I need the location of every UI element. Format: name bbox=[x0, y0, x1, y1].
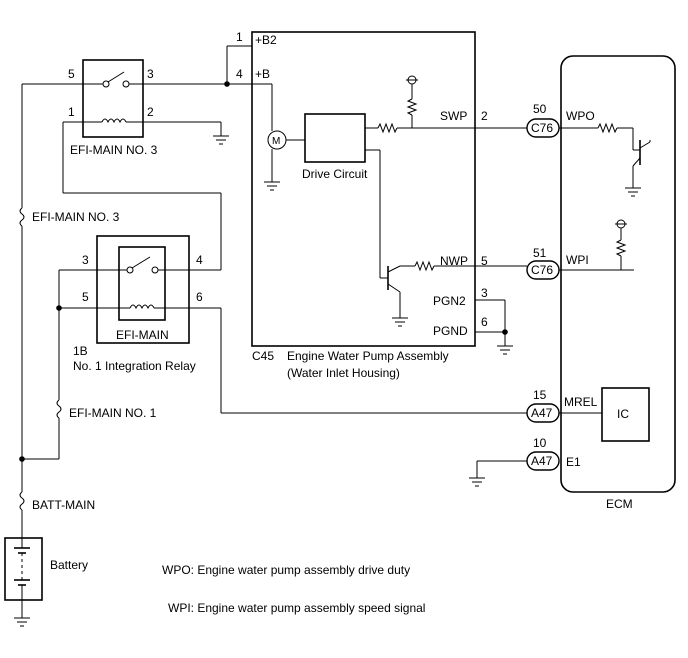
pump-ground-wiring bbox=[475, 299, 506, 346]
integration-relay: EFI-MAIN 3 4 5 6 1B No. 1 Integration Re… bbox=[73, 235, 203, 373]
pump-pin-pgnd-name: PGND bbox=[433, 324, 468, 338]
junction-dot bbox=[56, 305, 62, 311]
efi-main-pin-5: 5 bbox=[82, 290, 89, 304]
relay-efi-main-no3: 5 3 1 2 EFI-MAIN NO. 3 bbox=[68, 59, 158, 157]
ground-icon bbox=[14, 617, 30, 627]
battery: Battery bbox=[4, 537, 88, 601]
pump-title-line1: Engine Water Pump Assembly bbox=[287, 349, 449, 363]
efi-main-pin-3: 3 bbox=[82, 253, 89, 267]
fuse-batt-main-label: BATT-MAIN bbox=[32, 498, 95, 512]
ecm-ic-label: IC bbox=[617, 407, 629, 421]
e1-ground-wiring bbox=[469, 460, 527, 487]
pump-pin-1: 1 bbox=[236, 30, 243, 44]
pump-pin-2: 2 bbox=[481, 109, 488, 123]
motor-icon: M bbox=[272, 136, 280, 147]
pump-pin-nwp-name: NWP bbox=[440, 254, 468, 268]
ecm-pin-51: 51 bbox=[533, 246, 547, 260]
connector-label: C76 bbox=[531, 263, 553, 277]
relay-no3-wiring bbox=[62, 45, 272, 271]
fuse-efi-main-no3-label: EFI-MAIN NO. 3 bbox=[32, 210, 120, 224]
integration-relay-code: 1B bbox=[73, 344, 88, 358]
fuse-efi-main-no3: EFI-MAIN NO. 3 bbox=[19, 207, 120, 227]
ecm-pin-10: 10 bbox=[533, 436, 547, 450]
relay-no3-pin-5: 5 bbox=[68, 67, 75, 81]
pump-pin-b2-name: +B2 bbox=[255, 33, 277, 47]
drive-circuit-label: Drive Circuit bbox=[302, 167, 368, 181]
pump-pin-4: 4 bbox=[236, 67, 243, 81]
efi-main-pin-4: 4 bbox=[196, 253, 203, 267]
pump-code: C45 bbox=[252, 349, 274, 363]
ground-icon bbox=[392, 317, 408, 327]
junction-dot bbox=[502, 329, 508, 335]
fuse-efi-main-no1: EFI-MAIN NO. 1 bbox=[56, 399, 157, 420]
fuse-batt-main: BATT-MAIN bbox=[19, 491, 95, 512]
ecm-pin-15: 15 bbox=[533, 388, 547, 402]
ecm: ECM WPO WPI MREL IC E1 bbox=[559, 55, 676, 511]
battery-feed-wiring bbox=[21, 83, 97, 618]
pump-pin-5: 5 bbox=[481, 254, 488, 268]
pump-pin-swp-name: SWP bbox=[440, 109, 467, 123]
mrel-wire bbox=[189, 307, 527, 414]
fuse-efi-main-no1-label: EFI-MAIN NO. 1 bbox=[69, 406, 157, 420]
relay-no3-pin-2: 2 bbox=[147, 105, 154, 119]
relay-no3-pin-1: 1 bbox=[68, 105, 75, 119]
ecm-pin-mrel-name: MREL bbox=[564, 395, 598, 409]
water-pump-assembly: +B2 1 +B 4 M Drive Circuit SWP 2 bbox=[236, 30, 527, 380]
ecm-pin-50: 50 bbox=[533, 102, 547, 116]
pump-pin-pgn2-name: PGN2 bbox=[433, 294, 466, 308]
ground-icon bbox=[213, 135, 229, 145]
junction-dot bbox=[19, 456, 25, 462]
ecm-pin-e1-name: E1 bbox=[566, 455, 581, 469]
junction-dot bbox=[224, 81, 230, 87]
note-wpo: WPO: Engine water pump assembly drive du… bbox=[162, 563, 410, 577]
battery-label: Battery bbox=[50, 558, 88, 572]
ground-icon bbox=[264, 181, 280, 191]
pump-pin-b-name: +B bbox=[255, 67, 270, 81]
pump-title-line2: (Water Inlet Housing) bbox=[287, 366, 400, 380]
connector-label: A47 bbox=[531, 454, 553, 468]
connector-c76-wpo: C76 50 bbox=[526, 102, 560, 138]
ground-icon bbox=[497, 345, 513, 355]
integration-relay-label: No. 1 Integration Relay bbox=[73, 359, 196, 373]
pump-pin-3: 3 bbox=[481, 286, 488, 300]
ecm-pin-wpo-name: WPO bbox=[566, 109, 595, 123]
connector-label: A47 bbox=[531, 406, 553, 420]
connector-label: C76 bbox=[531, 121, 553, 135]
pump-pin-6: 6 bbox=[481, 315, 488, 329]
ecm-pin-wpi-name: WPI bbox=[566, 253, 589, 267]
connector-c76-wpi: C76 51 bbox=[526, 246, 560, 280]
ecm-label: ECM bbox=[606, 497, 633, 511]
note-wpi: WPI: Engine water pump assembly speed si… bbox=[168, 601, 425, 615]
relay-no3-label: EFI-MAIN NO. 3 bbox=[70, 143, 158, 157]
connector-a47-mrel: A47 15 bbox=[526, 388, 560, 423]
relay-no3-pin-3: 3 bbox=[147, 67, 154, 81]
ground-icon bbox=[625, 187, 641, 197]
efi-main-relay-label: EFI-MAIN bbox=[116, 328, 169, 342]
efi-main-pin-6: 6 bbox=[196, 290, 203, 304]
connector-a47-e1: A47 10 bbox=[526, 436, 560, 471]
